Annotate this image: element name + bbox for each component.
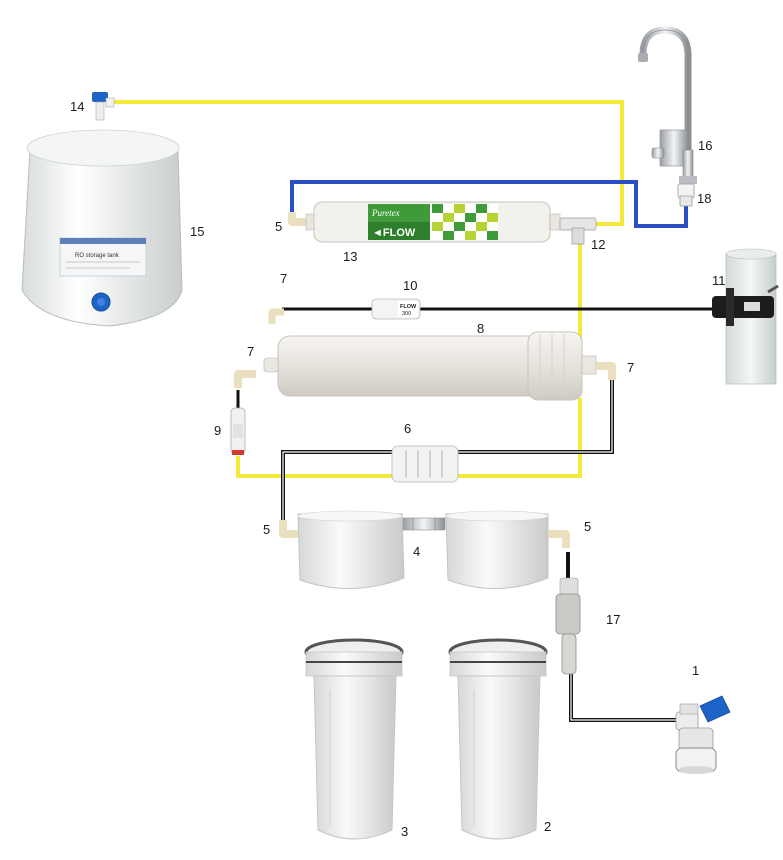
prefilter-elbow-left-label: 5 [263,522,270,537]
pressure-valve: 17 [555,577,620,675]
tubing [112,100,716,722]
flow-restrictor-text-2: 300 [402,311,411,317]
filter-housing-3-label: 3 [401,824,408,839]
prefilter-elbow-right: 5 [548,519,591,548]
prefilter-elbow-right-label: 5 [584,519,591,534]
check-valve-label: 9 [214,423,221,438]
shutoff-valve-label: 6 [404,421,411,436]
faucet-icon [638,26,697,184]
storage-tank: RO storage tank 15 [21,129,204,327]
feed-valve: 1 [675,663,731,774]
faucet-label: 16 [698,138,712,153]
postfilter-checker [432,204,498,240]
faucet-adapter-label: 18 [697,191,711,206]
svg-text:RO storage tank: RO storage tank [75,253,120,259]
black-tube-feed-to-pressure [569,674,676,722]
check-valve: 9 [214,390,246,455]
prefilter-head-right [445,510,549,590]
nipple-label: 4 [413,544,420,559]
filter-housing-2-label: 2 [544,819,551,834]
membrane-elbow-left-label: 7 [247,344,254,359]
tank-valve-label: 14 [70,99,84,114]
yellow-tube-membrane-to-shutoff [458,398,582,478]
drain-pipe-icon [712,248,779,385]
prefilter-head-left [297,510,405,590]
membrane-housing: 8 [263,321,597,401]
postfilter-elbow-label: 5 [275,219,282,234]
drain-elbow: 7 [268,271,287,324]
tee-fitting: 12 [559,217,605,252]
drain-elbow-label: 7 [280,271,287,286]
black-tube-prefilter-to-shutoff [281,450,392,520]
membrane-elbow-left: 7 [234,344,256,388]
prefilter-elbow-left: 5 [263,520,298,538]
blue-tube-postfilter-to-faucet [290,180,688,228]
yellow-tube-tank-to-tee [112,100,624,226]
feed-valve-icon [675,695,731,774]
tee-label: 12 [591,237,605,252]
postfilter-brand: Puretex [371,208,400,218]
membrane-elbow-right: 7 [596,360,634,380]
filter-housing-2: 2 [448,638,551,840]
pressure-valve-label: 17 [606,612,620,627]
filter-housing-3: 3 [304,638,408,840]
yellow-tube-shutoff-to-checkvalve [236,456,392,478]
postfilter-flow-text: ◄FLOW [372,227,416,239]
tank-label: 15 [190,224,204,239]
flow-restrictor-text-1: FLOW [400,304,417,310]
membrane-elbow-right-label: 7 [627,360,634,375]
faucet-adapter: 18 [677,183,711,207]
drain-saddle-label: 11 [712,273,726,288]
faucet: 16 [638,26,712,184]
flow-restrictor-label: 10 [403,278,417,293]
tank-valve: 14 [70,92,115,121]
drain-saddle: 11 [712,248,779,385]
flow-restrictor: FLOW 300 10 [371,278,421,320]
postfilter-elbow: 5 [275,212,306,234]
feed-valve-label: 1 [692,663,699,678]
membrane-housing-label: 8 [477,321,484,336]
shutoff-valve: 6 [391,421,459,483]
postfilter: Puretex ◄FLOW 13 [305,201,561,264]
postfilter-label: 13 [343,249,357,264]
nipple-fitting: 4 [402,517,446,559]
storage-tank-icon: RO storage tank [21,129,183,327]
